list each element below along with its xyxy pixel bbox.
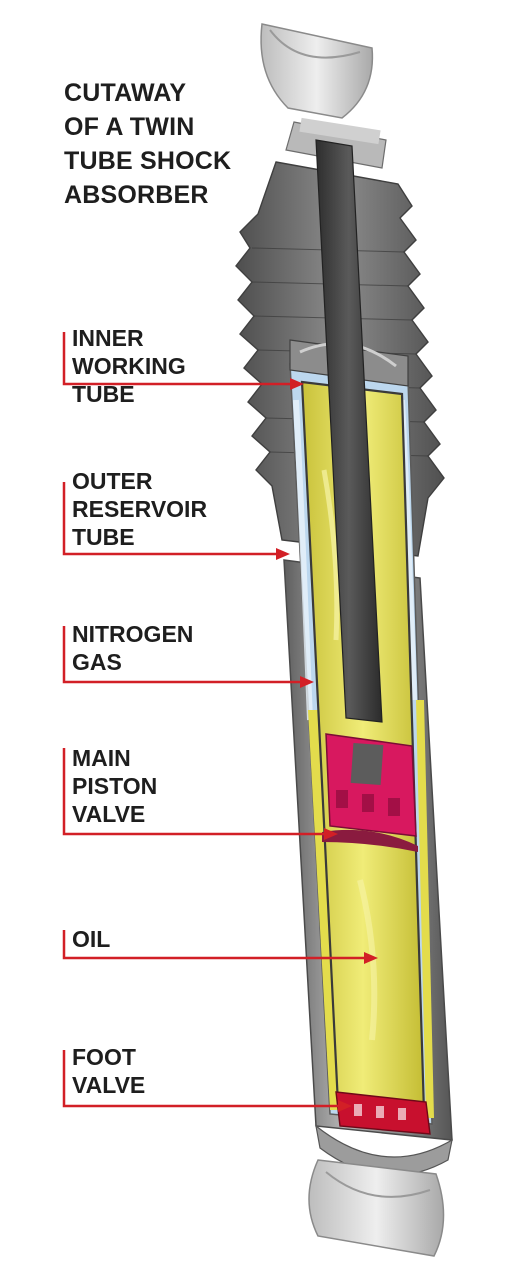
label-nitrogen-gas: NITROGEN GAS [72, 621, 194, 675]
leader-arrowheads [276, 378, 378, 1112]
bottom-mount-eye [308, 1124, 453, 1257]
leader-piston [62, 748, 330, 836]
leader-nitrogen [62, 626, 306, 684]
leader-outer-tube [62, 482, 282, 556]
label-outer-reservoir-tube: OUTER RESERVOIR TUBE [72, 468, 208, 550]
piston-rod [315, 139, 383, 723]
arrow-oil [364, 952, 378, 964]
arrow-piston [324, 828, 338, 840]
label-inner-working-tube: INNER WORKING TUBE [72, 325, 186, 407]
main-piston-valve [322, 733, 418, 852]
leader-lines [62, 332, 370, 1108]
leader-oil [62, 930, 370, 960]
label-foot-valve: FOOT VALVE [72, 1044, 146, 1098]
leader-inner-tube [62, 332, 296, 386]
diagram-title: CUTAWAY OF A TWIN TUBE SHOCK ABSORBER [64, 79, 232, 209]
label-oil: OIL [72, 926, 111, 952]
foot-valve [335, 1091, 431, 1135]
top-mount-eye [260, 23, 374, 119]
oil-reservoir-band [308, 700, 434, 1118]
arrow-foot [338, 1100, 352, 1112]
leader-foot [62, 1050, 344, 1108]
arrow-nitrogen [300, 676, 314, 688]
arrow-outer-tube [276, 548, 290, 560]
arrow-inner-tube [290, 378, 304, 390]
label-main-piston-valve: MAIN PISTON VALVE [72, 745, 158, 827]
